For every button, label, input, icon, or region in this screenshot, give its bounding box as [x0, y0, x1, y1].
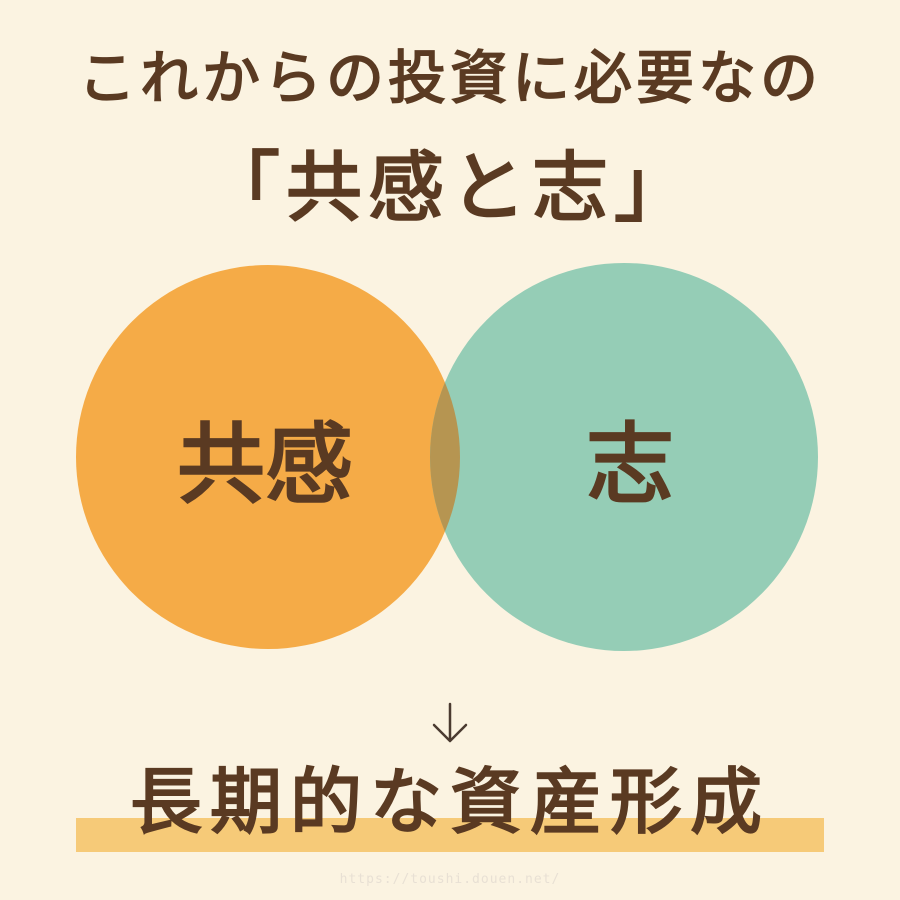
source-url: https://toushi.douen.net/	[339, 872, 561, 887]
venn-circle-aspiration	[430, 263, 818, 651]
venn-diagram	[76, 263, 818, 651]
result-text: 長期的な資産形成	[129, 760, 770, 844]
heading-line-2: 「共感と志」	[204, 143, 696, 232]
heading-line-1: これからの投資に必要なの	[77, 44, 822, 112]
venn-circle-empathy	[76, 265, 460, 649]
down-arrow-icon	[432, 702, 468, 743]
venn-label-empathy: 共感	[176, 413, 353, 516]
result-highlight	[76, 818, 824, 852]
venn-label-aspiration: 志	[585, 413, 674, 516]
